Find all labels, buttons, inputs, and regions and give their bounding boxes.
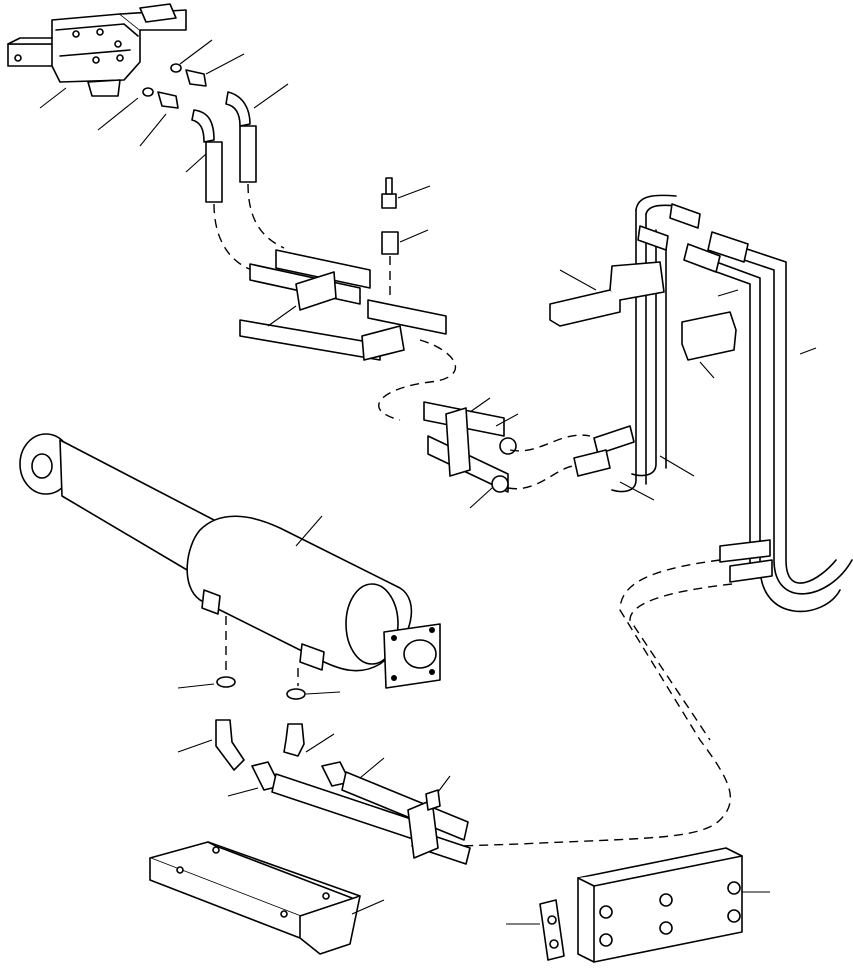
clamp-block-lower bbox=[539, 847, 743, 963]
callout-leaders bbox=[39, 39, 817, 925]
cylinder-hoses bbox=[251, 761, 471, 865]
control-valve bbox=[7, 3, 187, 97]
hose-route-dashed bbox=[459, 559, 733, 847]
cylinder-fittings bbox=[215, 616, 306, 771]
tube-clamp-assembly-upper bbox=[239, 177, 457, 421]
mounting-bracket-upper bbox=[549, 261, 737, 361]
steel-tube-assembly bbox=[573, 194, 853, 613]
hydraulic-cylinder bbox=[19, 433, 441, 689]
support-bracket-lower bbox=[149, 841, 361, 955]
valve-hoses bbox=[205, 125, 285, 271]
tube-clamp-assembly-lower bbox=[423, 401, 591, 493]
valve-fittings bbox=[142, 63, 251, 143]
